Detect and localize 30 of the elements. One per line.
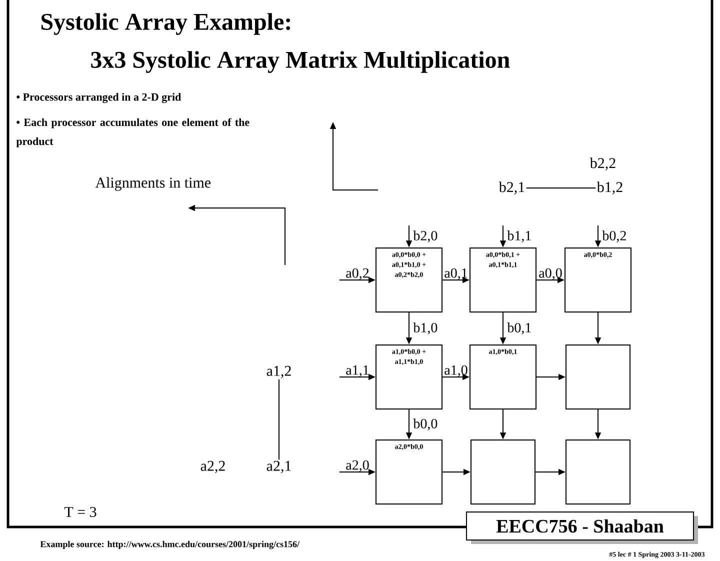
processor-box [470, 440, 536, 504]
edge-label: b1,1 [507, 230, 531, 242]
edge-label: a0,0 [539, 268, 562, 280]
bullet-text: • Processors arranged in a 2-D grid [16, 92, 182, 104]
input-label: b1,2 [596, 182, 622, 194]
edge-label: a2,0 [346, 460, 369, 472]
input-label: b2,2 [590, 158, 616, 170]
edge-label: a0,2 [346, 268, 369, 280]
edge-label: a0,1 [444, 268, 468, 280]
edge-label: a1,0 [444, 365, 468, 377]
footer-banner: EECC756 - Shaaban [466, 512, 698, 544]
edge-label: b0,1 [507, 322, 531, 334]
edge-label: b0,0 [413, 418, 438, 430]
input-label: a2,2 [200, 460, 225, 474]
caption-text: Alignments in time [95, 177, 211, 191]
connector-line [278, 378, 280, 460]
processor-box [566, 440, 630, 504]
edge-label: b1,0 [413, 322, 438, 334]
processor-box [566, 344, 630, 410]
input-label: b2,1 [498, 182, 524, 194]
edge-label: b0,2 [602, 230, 626, 242]
input-label: a2,1 [266, 460, 291, 474]
bullet-text: • Each processor accumulates one element of the product [16, 118, 250, 148]
source-note: Example source: http://www.cs.hmc.edu/courses/2001/spring/cs156/ [40, 540, 300, 550]
edge-label: a1,1 [346, 365, 369, 377]
subtitle: 3x3 Systolic Array Matrix Multiplication [91, 51, 510, 73]
edge-label: b2,0 [413, 230, 438, 242]
title: Systolic Array Example: [41, 13, 290, 35]
time-label: T = 3 [64, 506, 96, 518]
input-label: a1,2 [266, 366, 291, 378]
